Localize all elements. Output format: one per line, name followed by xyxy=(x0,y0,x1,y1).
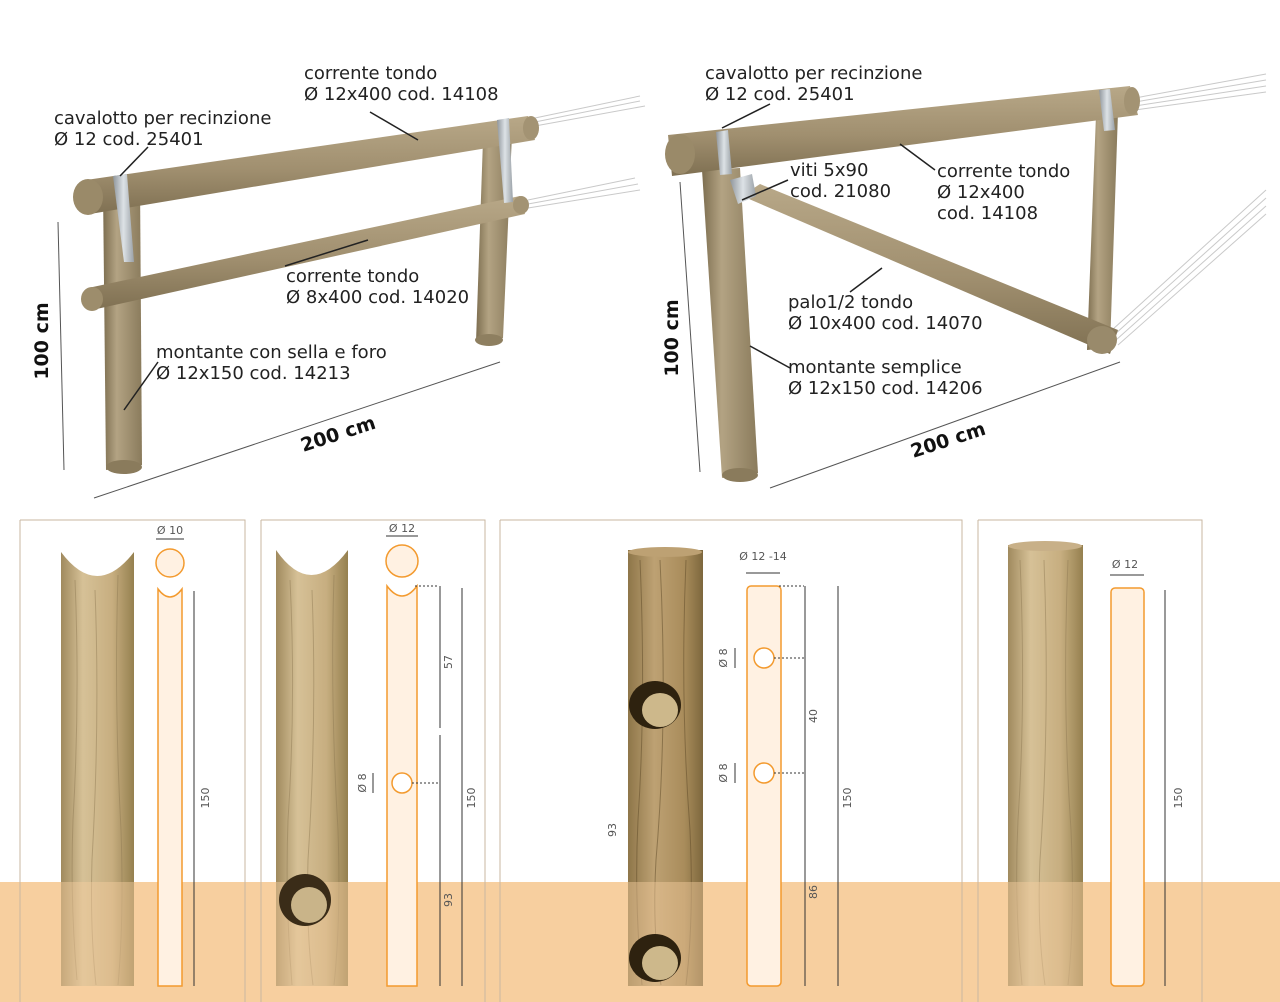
hole-label-12: Ø 8 xyxy=(356,773,369,792)
diameter-circle-10 xyxy=(155,548,185,578)
side-segment-label: 93 xyxy=(606,823,619,837)
hole-outline-top xyxy=(753,647,775,669)
post-photo-saddle-10 xyxy=(61,552,134,986)
wire-strands-left xyxy=(527,95,646,209)
segment-label-93: 93 xyxy=(442,893,455,907)
screw-label-right: viti 5x90 cod. 21080 xyxy=(790,160,891,202)
leader-brace-right xyxy=(849,267,883,293)
top-rail-label-left: corrente tondo Ø 12x400 cod. 14108 xyxy=(304,63,499,105)
bracket-label-left: cavalotto per recinzione Ø 12 cod. 25401 xyxy=(54,108,277,150)
bracket-label-right: cavalotto per recinzione Ø 12 cod. 25401 xyxy=(705,63,928,105)
brace-label-right: palo1/2 tondo Ø 10x400 cod. 14070 xyxy=(788,292,983,334)
panel-post-12-hole: Ø 12 Ø 8 57 93 150 xyxy=(260,519,486,1002)
wire-strands-right xyxy=(1111,73,1267,346)
lower-rail-left-end-right xyxy=(513,196,529,214)
diameter-label-12-plain: Ø 12 xyxy=(1112,558,1138,571)
length-label-12-plain: 150 xyxy=(1172,788,1185,809)
leader-bracket-left xyxy=(119,146,149,177)
height-dimension-line-left xyxy=(57,221,65,471)
leader-lower-rail-left xyxy=(284,239,369,267)
post-outline-12-14 xyxy=(746,585,782,987)
leader-screw-right xyxy=(741,179,789,201)
post-back-right xyxy=(1087,112,1118,350)
bracket-right-front xyxy=(716,130,732,175)
lower-rail-left xyxy=(88,196,525,310)
leader-top-rail-left xyxy=(369,111,419,141)
post-outline-12-plain xyxy=(1110,587,1145,987)
leader-rail-right xyxy=(899,143,936,171)
top-rail-right xyxy=(668,86,1138,176)
diameter-label-10: Ø 10 xyxy=(157,524,183,537)
top-rail-left-end xyxy=(73,179,103,215)
diameter-label-12-14: Ø 12 -14 xyxy=(739,550,787,563)
hole-outline-12 xyxy=(391,772,413,794)
post-front-right-end xyxy=(722,468,758,482)
segment-label-86: 86 xyxy=(807,885,820,899)
fence-right: cavalotto per recinzione Ø 12 cod. 25401… xyxy=(661,63,1267,489)
height-label-left: 100 cm xyxy=(31,302,53,379)
rail-label-right: corrente tondo Ø 12x400 cod. 14108 xyxy=(937,161,1076,224)
post-label-left: montante con sella e foro Ø 12x150 cod. … xyxy=(156,342,392,384)
spacing-label-40: 40 xyxy=(807,709,820,723)
bracket-left-front xyxy=(113,174,134,262)
length-label-12: 150 xyxy=(465,788,478,809)
diameter-label-12: Ø 12 xyxy=(389,522,415,535)
diagonal-brace-right-end xyxy=(1087,326,1117,354)
hole-label-top: Ø 8 xyxy=(717,648,730,667)
post-outline-10 xyxy=(157,586,183,987)
height-label-right: 100 cm xyxy=(661,299,683,376)
diagonal-brace-right xyxy=(742,184,1118,354)
width-label-right: 200 cm xyxy=(908,418,988,463)
height-dimension-line-right xyxy=(679,181,701,473)
width-label-left: 200 cm xyxy=(298,412,378,457)
leader-bracket-right xyxy=(721,103,771,129)
top-rail-right-end xyxy=(665,134,695,174)
segment-label-57: 57 xyxy=(442,655,455,669)
length-label-12-14: 150 xyxy=(841,788,854,809)
fence-left: cavalotto per recinzione Ø 12 cod. 25401… xyxy=(31,63,646,499)
lower-rail-left-end xyxy=(81,287,103,311)
post-front-left-end xyxy=(106,460,142,474)
panel-post-10: Ø 10 150 xyxy=(19,519,246,1002)
bracket-right-back xyxy=(1099,89,1115,131)
top-rail-right-end-right xyxy=(1124,87,1140,115)
width-dimension-line-right xyxy=(769,361,1121,489)
width-dimension-line-left xyxy=(93,361,501,499)
leader-post-left xyxy=(123,361,159,411)
bracket-left-back xyxy=(497,118,513,203)
top-rail-left-end-right xyxy=(523,116,539,140)
post-label-right: montante semplice Ø 12x150 cod. 14206 xyxy=(788,357,983,399)
post-photo-12-plain xyxy=(1008,545,1083,986)
post-front-right xyxy=(702,168,758,478)
top-rail-left xyxy=(86,116,535,214)
post-back-left-end xyxy=(475,334,503,346)
hole-label-bottom: Ø 8 xyxy=(717,763,730,782)
diameter-circle-12 xyxy=(385,544,419,578)
panel-post-12-14: 93 Ø 12 -14 Ø 8 Ø 8 40 86 150 xyxy=(499,519,963,1002)
hole-outline-bottom xyxy=(753,762,775,784)
panel-post-12-plain: Ø 12 150 xyxy=(977,519,1203,1002)
leader-post-right xyxy=(749,345,791,369)
length-label-10: 150 xyxy=(199,788,212,809)
lower-rail-label-left: corrente tondo Ø 8x400 cod. 14020 xyxy=(286,266,469,308)
